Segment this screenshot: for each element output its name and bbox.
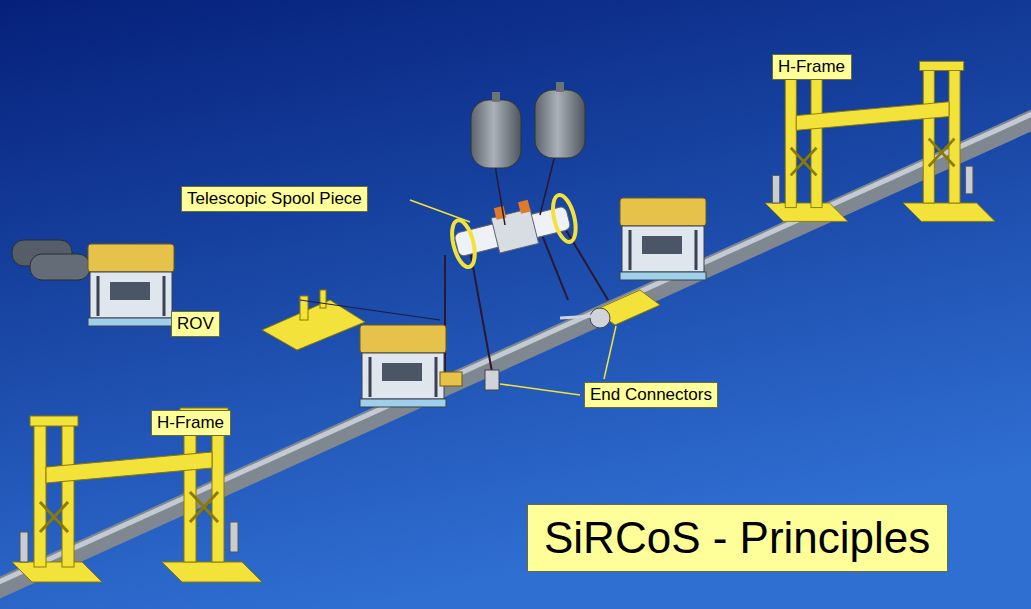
callout-box: Telescopic Spool Piece: [181, 186, 368, 212]
title-box: SiRCoS - Principles: [527, 504, 948, 572]
callout-label: ROV: [177, 314, 214, 334]
callout-label: H-Frame: [157, 413, 224, 433]
callout-box: End Connectors: [584, 382, 718, 408]
diagram-title: SiRCoS - Principles: [544, 512, 930, 564]
callout-box: ROV: [171, 311, 220, 337]
callout-box: H-Frame: [772, 54, 852, 80]
callout-box: H-Frame: [151, 410, 231, 436]
callout-label: H-Frame: [778, 57, 845, 77]
callout-label: Telescopic Spool Piece: [187, 189, 362, 209]
callout-label: End Connectors: [590, 385, 712, 405]
